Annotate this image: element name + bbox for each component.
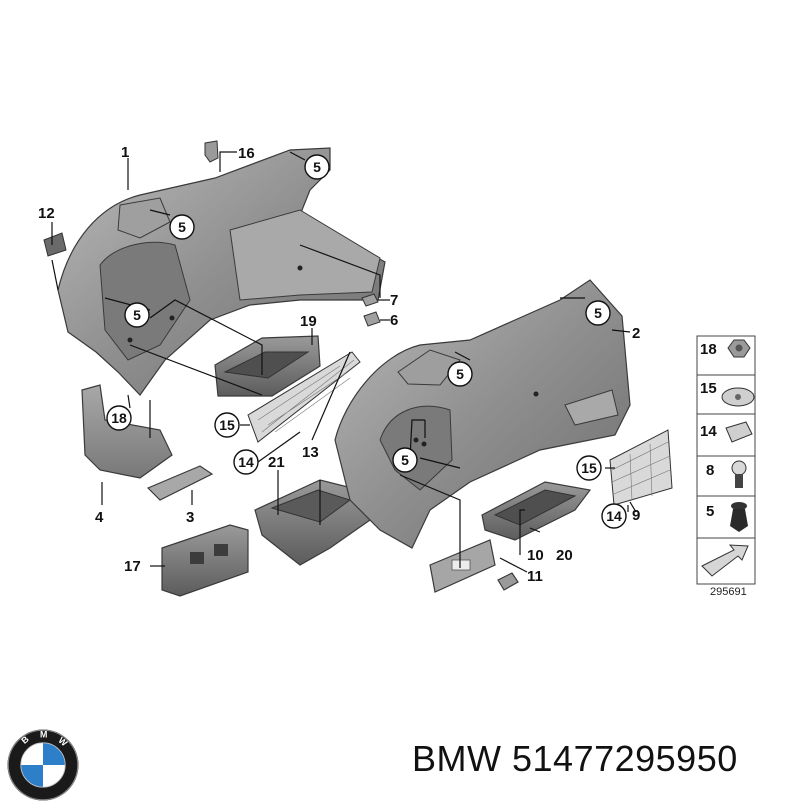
legend-item-14: 14 xyxy=(700,421,753,443)
callout-5: 5 xyxy=(304,154,330,180)
right-trim-panel xyxy=(334,279,631,549)
callout-5: 5 xyxy=(585,300,611,326)
part-label-20: 20 xyxy=(556,547,573,564)
logo-letter: M xyxy=(40,730,47,740)
logo-letter: B xyxy=(19,734,30,746)
fastener-legend: 18 15 14 8 5 295691 xyxy=(696,335,756,598)
svg-text:5: 5 xyxy=(594,305,602,321)
part-label-11: 11 xyxy=(527,568,543,585)
legend-item-5: 5 xyxy=(706,502,748,532)
diagram-reference-number: 295691 xyxy=(710,586,747,598)
part-label-19: 19 xyxy=(300,313,317,330)
part-label-4: 4 xyxy=(95,509,104,526)
part-label-9: 9 xyxy=(632,507,640,524)
svg-text:8: 8 xyxy=(706,462,714,479)
part-label-12: 12 xyxy=(38,205,55,222)
legend-item-18: 18 xyxy=(700,339,751,358)
grommet-12 xyxy=(43,232,67,257)
part-label-group: 1 16 12 7 6 19 13 4 3 17 21 2 9 10 11 20 xyxy=(38,144,640,585)
part-label-1: 1 xyxy=(121,144,129,161)
bracket-4 xyxy=(81,384,173,479)
cargo-net-9 xyxy=(609,429,673,506)
svg-text:15: 15 xyxy=(581,460,597,476)
push-rivet-icon xyxy=(731,460,747,476)
clip-nut-icon xyxy=(725,421,753,443)
callout-15: 15 xyxy=(214,412,240,438)
part-number-caption: BMW 51477295950 xyxy=(412,738,792,780)
callout-5: 5 xyxy=(124,302,150,328)
storage-tray-21 xyxy=(254,479,371,566)
part-number: 51477295950 xyxy=(512,738,738,779)
storage-box-19 xyxy=(214,335,321,397)
svg-text:5: 5 xyxy=(456,366,464,382)
clip-6 xyxy=(363,311,381,327)
callout-15: 15 xyxy=(576,455,602,481)
svg-text:15: 15 xyxy=(219,417,235,433)
cover-10 xyxy=(429,539,496,593)
box-17 xyxy=(161,524,249,597)
clip-16 xyxy=(204,140,219,163)
part-label-10: 10 xyxy=(527,547,544,564)
clip-7 xyxy=(361,293,379,307)
part-label-16: 16 xyxy=(238,145,255,162)
callout-18: 18 xyxy=(106,405,132,431)
legend-item-15: 15 xyxy=(700,380,755,407)
callout-14: 14 xyxy=(233,449,259,475)
part-label-3: 3 xyxy=(186,509,194,526)
svg-text:14: 14 xyxy=(238,454,254,470)
bmw-logo: B M W xyxy=(7,729,79,801)
callout-group: 5 5 5 18 15 14 5 5 xyxy=(106,154,627,529)
svg-text:5: 5 xyxy=(706,503,714,520)
legend-item-8: 8 xyxy=(706,460,747,488)
left-trim-panel xyxy=(57,147,386,396)
svg-text:18: 18 xyxy=(700,341,717,358)
part-label-17: 17 xyxy=(124,558,141,575)
part-label-2: 2 xyxy=(632,325,640,342)
svg-text:14: 14 xyxy=(606,508,622,524)
svg-text:5: 5 xyxy=(313,159,321,175)
svg-text:14: 14 xyxy=(700,423,717,440)
callout-5: 5 xyxy=(392,447,418,473)
svg-text:5: 5 xyxy=(401,452,409,468)
arrow-icon xyxy=(701,544,749,577)
callout-5: 5 xyxy=(447,361,473,387)
legend-arrow xyxy=(701,544,749,577)
svg-text:18: 18 xyxy=(111,410,127,426)
part-label-6: 6 xyxy=(390,312,398,329)
part-label-13: 13 xyxy=(302,444,319,461)
svg-text:15: 15 xyxy=(700,380,717,397)
svg-text:5: 5 xyxy=(133,307,141,323)
expansion-rivet-icon xyxy=(731,502,747,510)
cover-3 xyxy=(146,465,214,501)
svg-text:5: 5 xyxy=(178,219,186,235)
part-label-7: 7 xyxy=(390,292,398,309)
part-label-21: 21 xyxy=(268,454,285,471)
cargo-net-13 xyxy=(247,351,361,443)
callout-5: 5 xyxy=(169,214,195,240)
clip-11 xyxy=(497,572,519,591)
brand-name: BMW xyxy=(412,738,502,779)
callout-14: 14 xyxy=(601,503,627,529)
tray-20 xyxy=(481,481,592,541)
leader-lines xyxy=(51,151,637,573)
